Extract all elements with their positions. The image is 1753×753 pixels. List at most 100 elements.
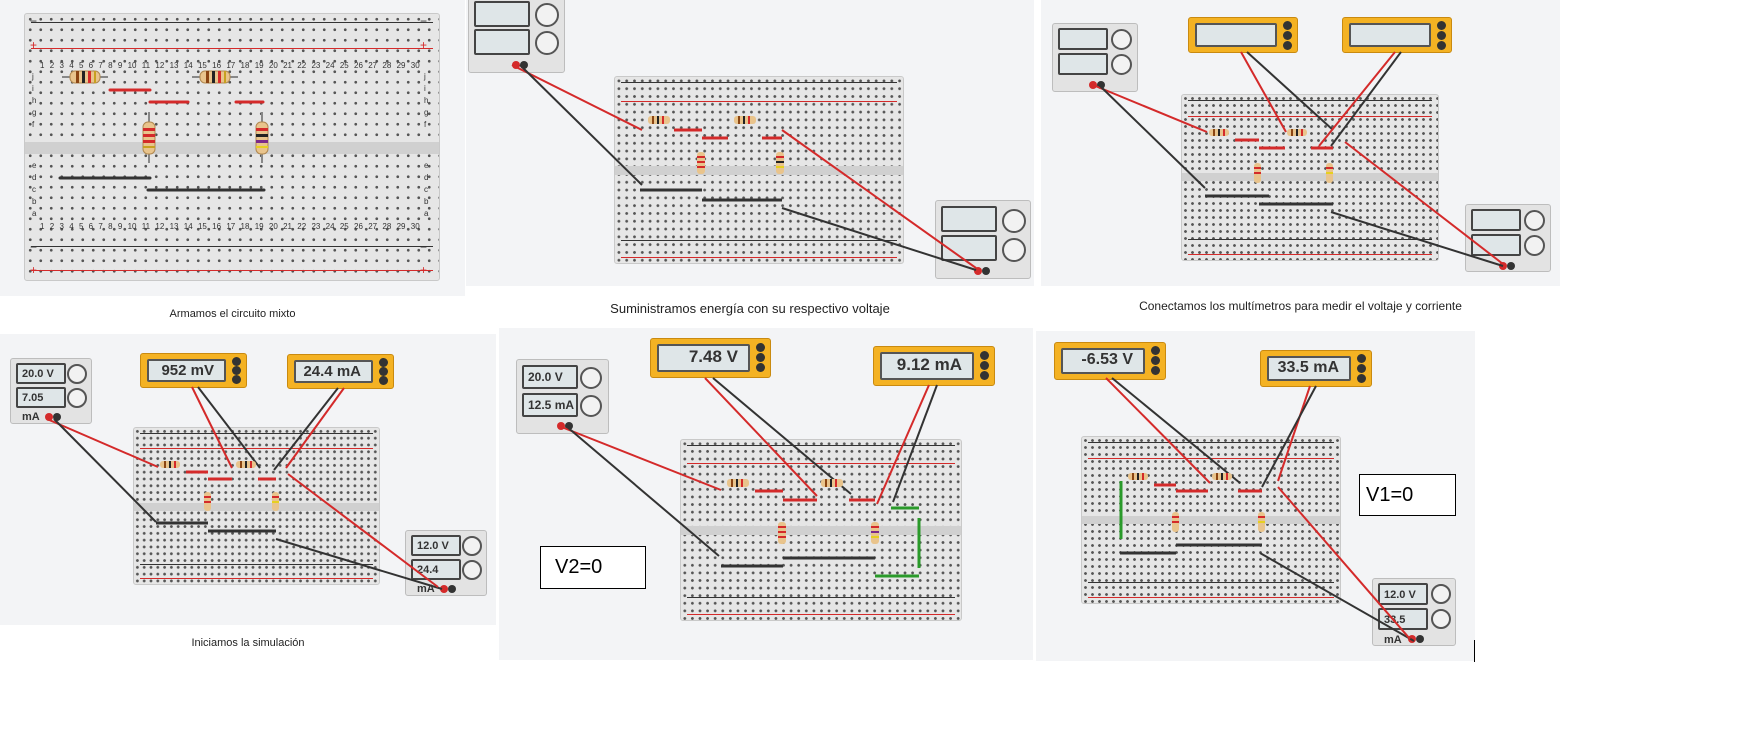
col-num: 17 (226, 61, 236, 70)
knob-icon[interactable] (580, 367, 602, 389)
meter-button[interactable] (1283, 21, 1292, 30)
knob-icon[interactable] (1111, 54, 1132, 75)
meter-button[interactable] (232, 366, 241, 375)
resistor-r1[interactable] (648, 116, 670, 124)
resistor-r4[interactable] (1258, 512, 1265, 532)
resistor-r1[interactable] (727, 479, 749, 487)
multimeter-current[interactable]: 24.4 mA (287, 354, 394, 389)
meter-button[interactable] (980, 371, 989, 380)
resistor-r2[interactable] (1287, 129, 1307, 136)
terminal-positive[interactable] (565, 422, 573, 430)
meter-button[interactable] (1357, 374, 1366, 383)
breadboard-center-gap (1082, 516, 1340, 524)
terminal-positive[interactable] (448, 585, 456, 593)
knob-icon[interactable] (1002, 238, 1026, 262)
terminal-positive[interactable] (1097, 81, 1105, 89)
col-num: 21 (283, 61, 292, 70)
knob-icon[interactable] (462, 560, 482, 580)
terminal-positive[interactable] (520, 61, 528, 69)
knob-icon[interactable] (462, 536, 482, 556)
resistor-r2[interactable] (734, 116, 756, 124)
power-supply-left[interactable] (1052, 23, 1138, 92)
knob-icon[interactable] (1002, 209, 1026, 233)
multimeter-voltage[interactable]: -6.53 V (1054, 342, 1166, 380)
meter-button[interactable] (1357, 354, 1366, 363)
multimeter-2[interactable] (1342, 17, 1452, 53)
terminal-positive[interactable] (53, 413, 61, 421)
resistor-r3[interactable] (1172, 512, 1179, 532)
knob-icon[interactable] (67, 364, 87, 384)
meter-button[interactable] (756, 353, 765, 362)
multimeter-voltage[interactable]: 7.48 V (650, 338, 771, 378)
rail-negative-top (687, 445, 955, 446)
meter-button[interactable] (379, 358, 388, 367)
col-num: 13 (169, 222, 179, 231)
power-supply-left[interactable] (468, 0, 565, 73)
knob-icon[interactable] (1111, 29, 1132, 50)
meter-button[interactable] (1151, 366, 1160, 375)
resistor-r4[interactable] (1326, 163, 1333, 183)
power-supply-right[interactable] (1465, 204, 1551, 272)
meter-button[interactable] (1283, 31, 1292, 40)
multimeter-voltage[interactable]: 952 mV (140, 353, 247, 388)
meter-button[interactable] (232, 357, 241, 366)
resistor-r3[interactable] (142, 112, 156, 163)
terminal-positive[interactable] (1416, 635, 1424, 643)
meter-button[interactable] (756, 343, 765, 352)
resistor-r1[interactable] (160, 461, 180, 468)
resistor-r4[interactable] (272, 492, 279, 511)
knob-icon[interactable] (1524, 210, 1545, 231)
supply-current-display: 7.05 mA (16, 387, 66, 423)
knob-icon[interactable] (580, 395, 602, 417)
terminal-negative[interactable] (45, 413, 53, 421)
meter-button[interactable] (379, 376, 388, 385)
power-supply[interactable]: 20.0 V 12.5 mA (516, 359, 609, 434)
knob-icon[interactable] (1431, 584, 1451, 604)
resistor-r2[interactable] (192, 70, 238, 84)
panel-power-supply (466, 0, 1034, 286)
meter-button[interactable] (980, 361, 989, 370)
meter-button[interactable] (1283, 41, 1292, 50)
power-supply-right[interactable] (935, 200, 1031, 279)
meter-button[interactable] (1437, 21, 1446, 30)
power-supply-right[interactable]: 12.0 V 24.4 mA (405, 530, 487, 596)
meter-button[interactable] (379, 367, 388, 376)
resistor-r3[interactable] (697, 152, 705, 174)
meter-button[interactable] (1437, 31, 1446, 40)
resistor-r3[interactable] (778, 522, 786, 544)
meter-button[interactable] (1357, 364, 1366, 373)
terminal-negative[interactable] (440, 585, 448, 593)
terminal-positive[interactable] (982, 267, 990, 275)
resistor-r1[interactable] (62, 70, 108, 84)
meter-button[interactable] (1437, 41, 1446, 50)
knob-icon[interactable] (67, 388, 87, 408)
power-supply-left[interactable]: 20.0 V 7.05 mA (10, 358, 92, 424)
resistor-r1[interactable] (1128, 473, 1148, 480)
resistor-r4[interactable] (871, 522, 879, 544)
multimeter-current[interactable]: 33.5 mA (1260, 350, 1372, 387)
multimeter-1[interactable] (1188, 17, 1298, 53)
multimeter-current[interactable]: 9.12 mA (873, 346, 995, 386)
knob-icon[interactable] (1524, 235, 1545, 256)
resistor-r3[interactable] (204, 492, 211, 511)
terminal-negative[interactable] (974, 267, 982, 275)
knob-icon[interactable] (535, 3, 559, 27)
resistor-r2[interactable] (236, 461, 256, 468)
resistor-r2[interactable] (821, 479, 843, 487)
knob-icon[interactable] (1431, 609, 1451, 629)
meter-button[interactable] (756, 363, 765, 372)
terminal-positive[interactable] (1507, 262, 1515, 270)
knob-icon[interactable] (535, 31, 559, 55)
resistor-r4[interactable] (255, 112, 269, 163)
resistor-r1[interactable] (1209, 129, 1229, 136)
meter-button[interactable] (1151, 356, 1160, 365)
meter-button[interactable] (232, 375, 241, 384)
resistor-r3[interactable] (1254, 163, 1261, 183)
meter-button[interactable] (980, 351, 989, 360)
col-num: 1 (40, 61, 45, 70)
resistor-r2[interactable] (1212, 473, 1232, 480)
terminal-negative[interactable] (512, 61, 520, 69)
col-num: 9 (117, 222, 123, 231)
resistor-r4[interactable] (776, 152, 784, 174)
meter-button[interactable] (1151, 346, 1160, 355)
